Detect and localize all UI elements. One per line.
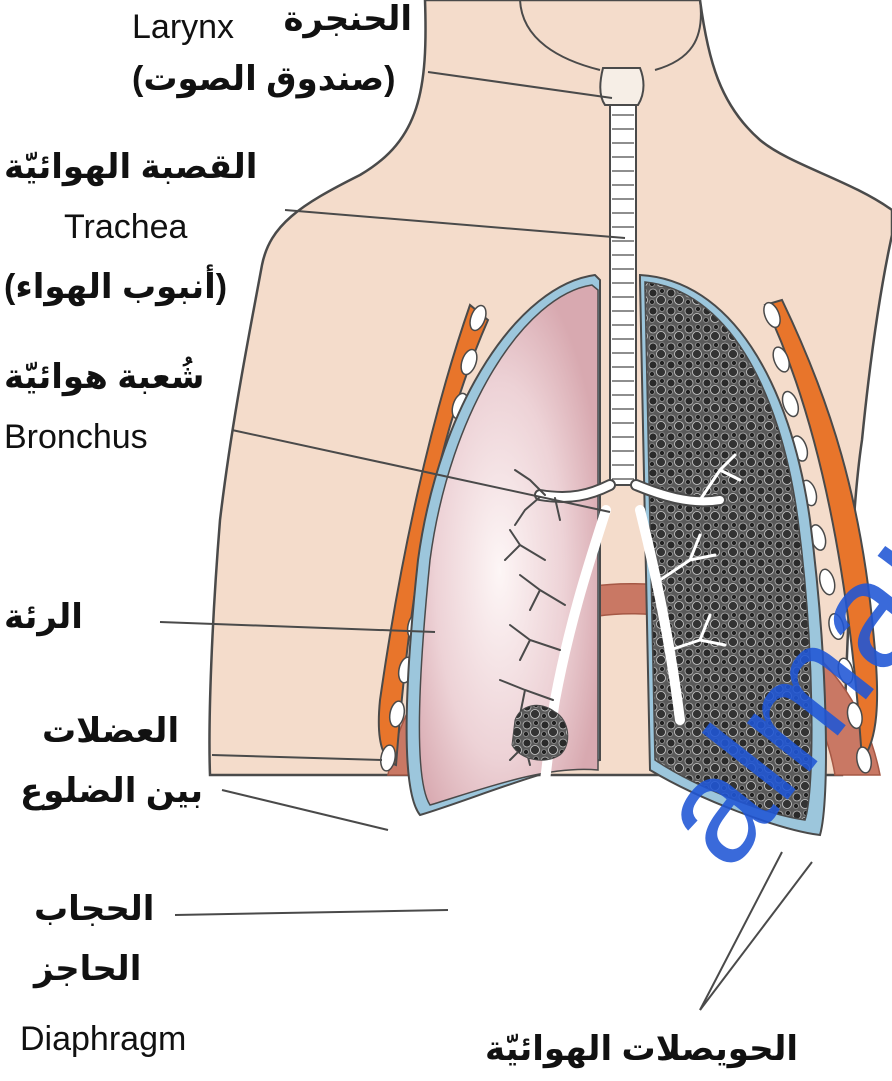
label-larynx-en: Larynx — [132, 8, 234, 47]
label-muscles-ar-2: بين الضلوع — [20, 772, 203, 811]
label-diaphragm-en: Diaphragm — [20, 1020, 186, 1059]
leader-diaphragm — [175, 910, 448, 915]
label-diaphragm-ar-1: الحجاب — [34, 890, 154, 929]
trachea-shape — [610, 105, 636, 485]
label-trachea-ar: القصبة الهوائيّة — [4, 148, 257, 187]
label-diaphragm-ar-2: الحاجز — [34, 950, 141, 989]
leader-muscles-2 — [222, 790, 388, 830]
label-trachea-en: Trachea — [64, 208, 187, 247]
larynx-shape — [600, 68, 643, 105]
label-muscles-ar-1: العضلات — [42, 712, 179, 751]
label-bronchus-en: Bronchus — [4, 418, 148, 457]
label-trachea-note: (أنبوب الهواء) — [4, 268, 227, 307]
label-lung-ar: الرئة — [4, 598, 83, 637]
label-larynx-note: (صندوق الصوت) — [132, 60, 395, 99]
label-alveoli-ar: الحويصلات الهوائيّة — [485, 1030, 798, 1069]
label-larynx-ar: الحنجرة — [283, 0, 412, 39]
label-bronchus-ar: شُعبة هوائيّة — [4, 358, 204, 397]
